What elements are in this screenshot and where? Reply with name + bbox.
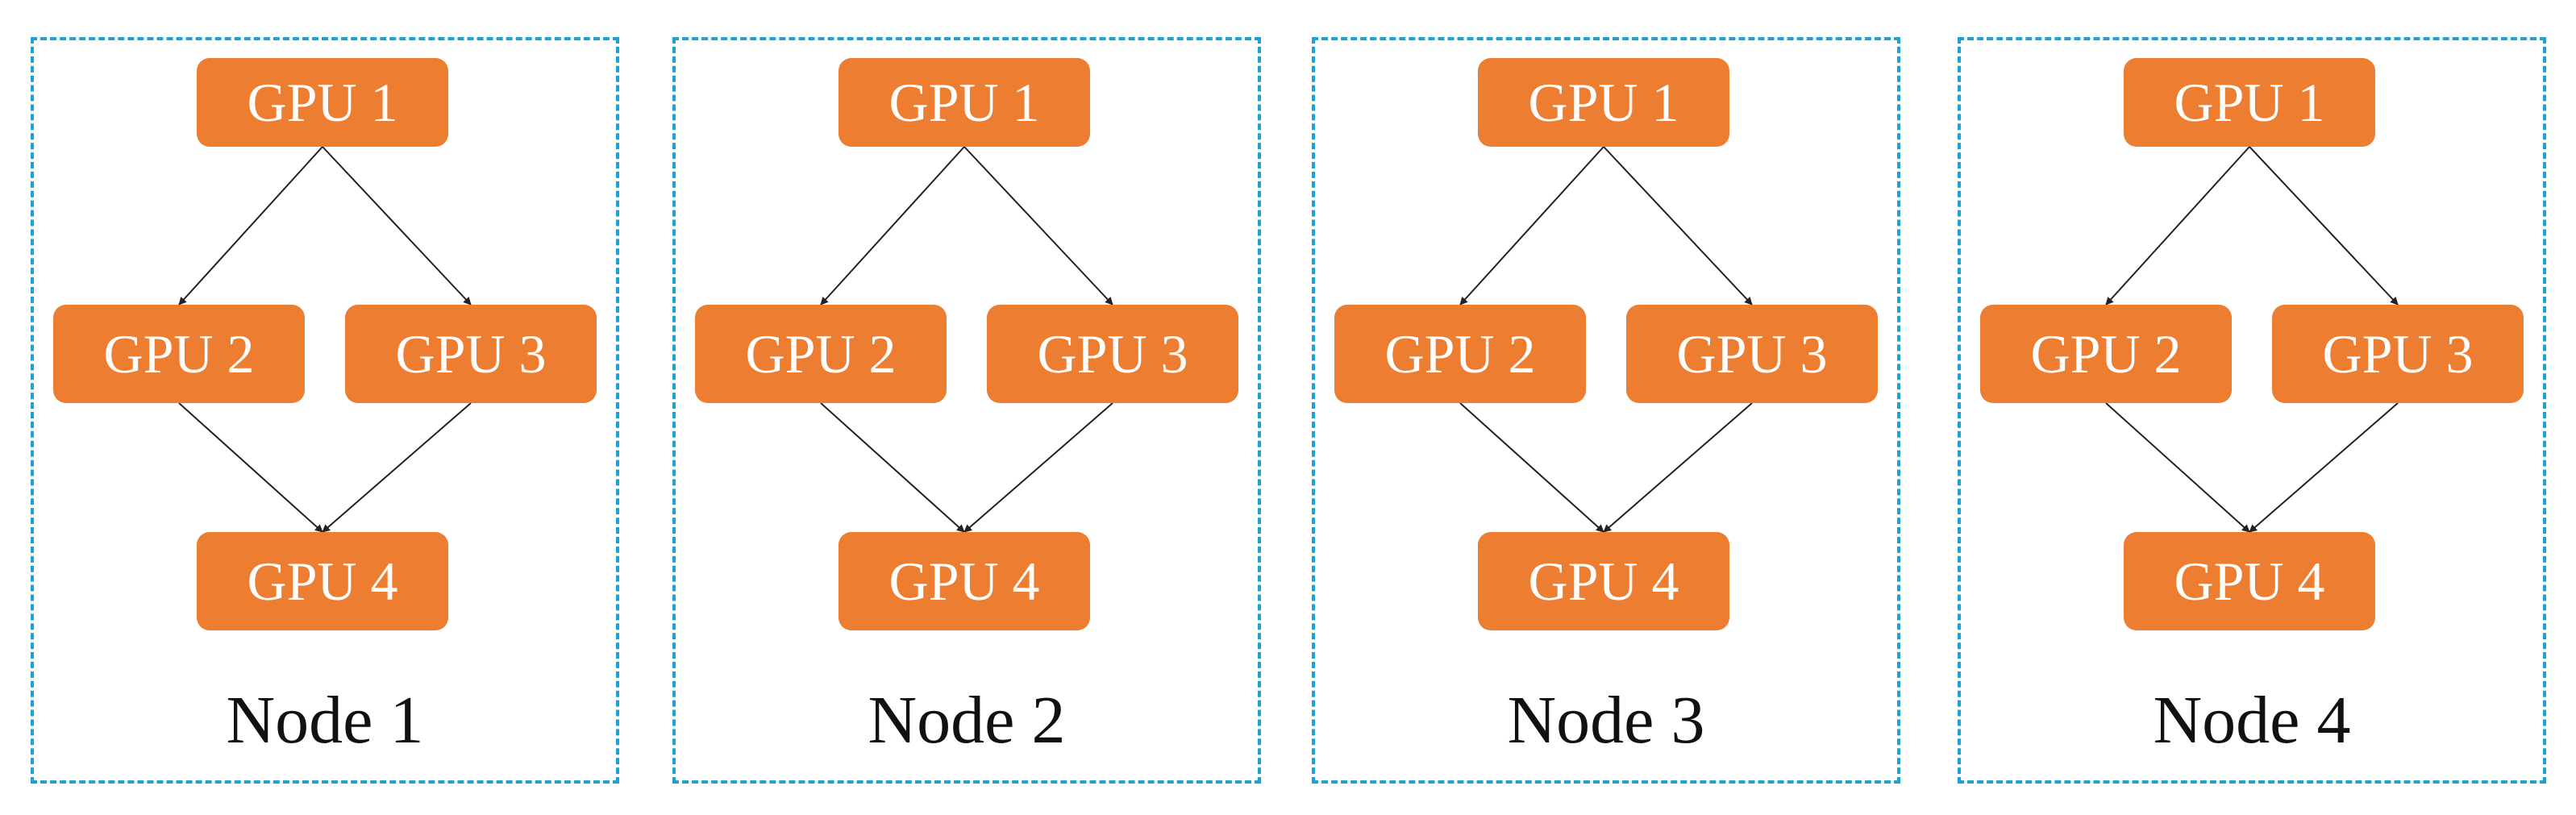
node-4-gpu-2: GPU 2 (1980, 305, 2232, 403)
node-2-edges (820, 146, 1113, 533)
node-4-edges (2105, 146, 2399, 533)
node-3-gpu-3: GPU 3 (1626, 305, 1878, 403)
node-3-gpu-4: GPU 4 (1478, 532, 1729, 630)
node-1-label: Node 1 (226, 683, 424, 758)
node-4-gpu-3: GPU 3 (2272, 305, 2524, 403)
node-1-gpu-1: GPU 1 (197, 58, 448, 147)
node-4-gpu-4: GPU 4 (2124, 532, 2375, 630)
node-3-label: Node 3 (1507, 683, 1705, 758)
node-2-gpu-4: GPU 4 (839, 532, 1090, 630)
node-3-edges (1459, 146, 1753, 533)
edge-gpu1-to-gpu3 (963, 146, 1113, 306)
edge-gpu3-to-gpu4 (322, 402, 472, 533)
edge-gpu1-to-gpu2 (178, 146, 323, 306)
node-2-label: Node 2 (868, 683, 1066, 758)
edge-gpu2-to-gpu4 (1459, 402, 1604, 533)
node-4-container: GPU 1 GPU 2 GPU 3 GPU 4 Node 4 (1958, 37, 2546, 784)
edge-gpu2-to-gpu4 (2105, 402, 2250, 533)
edge-gpu1-to-gpu3 (322, 146, 472, 306)
node-3-gpu-1: GPU 1 (1478, 58, 1729, 147)
node-3-container: GPU 1 GPU 2 GPU 3 GPU 4 Node 3 (1312, 37, 1900, 784)
edge-gpu2-to-gpu4 (820, 402, 965, 533)
node-2-gpu-1: GPU 1 (839, 58, 1090, 147)
node-2-gpu-3: GPU 3 (987, 305, 1238, 403)
node-1-gpu-2: GPU 2 (53, 305, 305, 403)
node-4-label: Node 4 (2153, 683, 2351, 758)
edge-gpu1-to-gpu3 (1603, 146, 1753, 306)
node-4-gpu-1: GPU 1 (2124, 58, 2375, 147)
node-2-container: GPU 1 GPU 2 GPU 3 GPU 4 Node 2 (672, 37, 1261, 784)
edge-gpu2-to-gpu4 (178, 402, 323, 533)
node-1-gpu-3: GPU 3 (345, 305, 597, 403)
node-1-container: GPU 1 GPU 2 GPU 3 GPU 4 Node 1 (31, 37, 619, 784)
edge-gpu1-to-gpu2 (820, 146, 965, 306)
node-3-gpu-2: GPU 2 (1334, 305, 1586, 403)
node-2-gpu-2: GPU 2 (695, 305, 947, 403)
node-1-gpu-4: GPU 4 (197, 532, 448, 630)
edge-gpu1-to-gpu2 (2105, 146, 2250, 306)
edge-gpu3-to-gpu4 (1603, 402, 1753, 533)
node-1-edges (178, 146, 472, 533)
edge-gpu1-to-gpu3 (2249, 146, 2399, 306)
edge-gpu1-to-gpu2 (1459, 146, 1604, 306)
edge-gpu3-to-gpu4 (2249, 402, 2399, 533)
edge-gpu3-to-gpu4 (963, 402, 1113, 533)
